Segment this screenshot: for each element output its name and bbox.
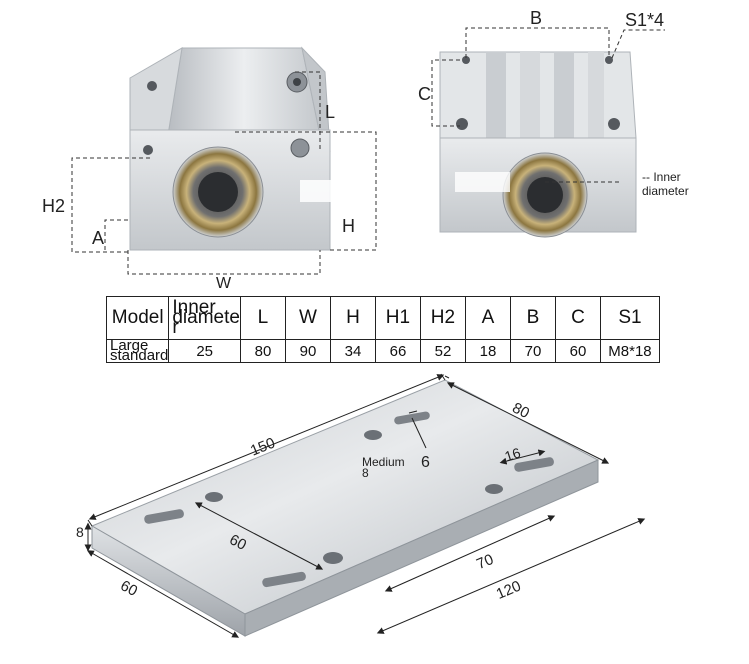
cell-h: 34 bbox=[329, 339, 376, 363]
cell-s1: M8*18 bbox=[599, 339, 660, 363]
label-l: L bbox=[325, 102, 335, 122]
cell-c: 60 bbox=[554, 339, 601, 363]
label-h2: H2 bbox=[42, 196, 65, 216]
cell-h1: 66 bbox=[374, 339, 421, 363]
label-hole-6: 6 bbox=[421, 454, 430, 471]
label-spacing-60-front: 60 bbox=[117, 577, 140, 600]
header-w: W bbox=[284, 296, 331, 340]
header-l: L bbox=[239, 296, 286, 340]
label-a: A bbox=[92, 228, 104, 248]
plate-dimensions bbox=[84, 373, 646, 638]
cell-b: 70 bbox=[509, 339, 556, 363]
spec-table: Model Inner diamete r L W H H1 H2 A B C … bbox=[105, 296, 660, 363]
label-thickness-8: 8 bbox=[76, 524, 84, 540]
label-span-70: 70 bbox=[474, 551, 496, 573]
label-c: C bbox=[418, 84, 431, 104]
cell-inner-diameter: 25 bbox=[168, 339, 241, 363]
label-slot-16: 16 bbox=[503, 444, 523, 464]
label-inner-line2: diameter bbox=[642, 184, 689, 198]
label-width-80: 80 bbox=[509, 399, 532, 422]
header-model: Model bbox=[105, 296, 170, 340]
label-h: H bbox=[342, 216, 355, 236]
header-b: B bbox=[509, 296, 556, 340]
label-medium-line1: Medium bbox=[362, 455, 405, 469]
cell-h2: 52 bbox=[419, 339, 466, 363]
label-medium-line2: 8 bbox=[362, 466, 369, 480]
spec-table-row: Large standard 25 80 90 34 66 52 18 70 6… bbox=[105, 338, 660, 363]
bearing-block-front-view bbox=[129, 46, 360, 251]
bearing-block-top-view bbox=[439, 51, 637, 238]
cell-model: Large standard bbox=[105, 338, 170, 363]
header-h2: H2 bbox=[419, 296, 466, 340]
header-a: A bbox=[464, 296, 511, 340]
cell-a: 18 bbox=[464, 339, 511, 363]
label-b: B bbox=[530, 8, 542, 28]
label-inner-line1: -- Inner bbox=[642, 170, 681, 184]
label-w: W bbox=[216, 275, 232, 292]
cell-w: 90 bbox=[284, 339, 331, 363]
front-view-dimensions bbox=[71, 71, 377, 275]
header-s1: S1 bbox=[599, 296, 660, 340]
spec-table-header-row: Model Inner diamete r L W H H1 H2 A B C … bbox=[105, 296, 660, 340]
header-inner-diameter: Inner diamete r bbox=[168, 296, 241, 340]
header-c: C bbox=[554, 296, 601, 340]
header-h: H bbox=[329, 296, 376, 340]
label-s1: S1*4 bbox=[625, 10, 664, 30]
cell-l: 80 bbox=[239, 339, 286, 363]
header-h1: H1 bbox=[374, 296, 421, 340]
label-spacing-60-inner: 60 bbox=[227, 531, 250, 554]
top-view-dimensions bbox=[431, 27, 665, 183]
